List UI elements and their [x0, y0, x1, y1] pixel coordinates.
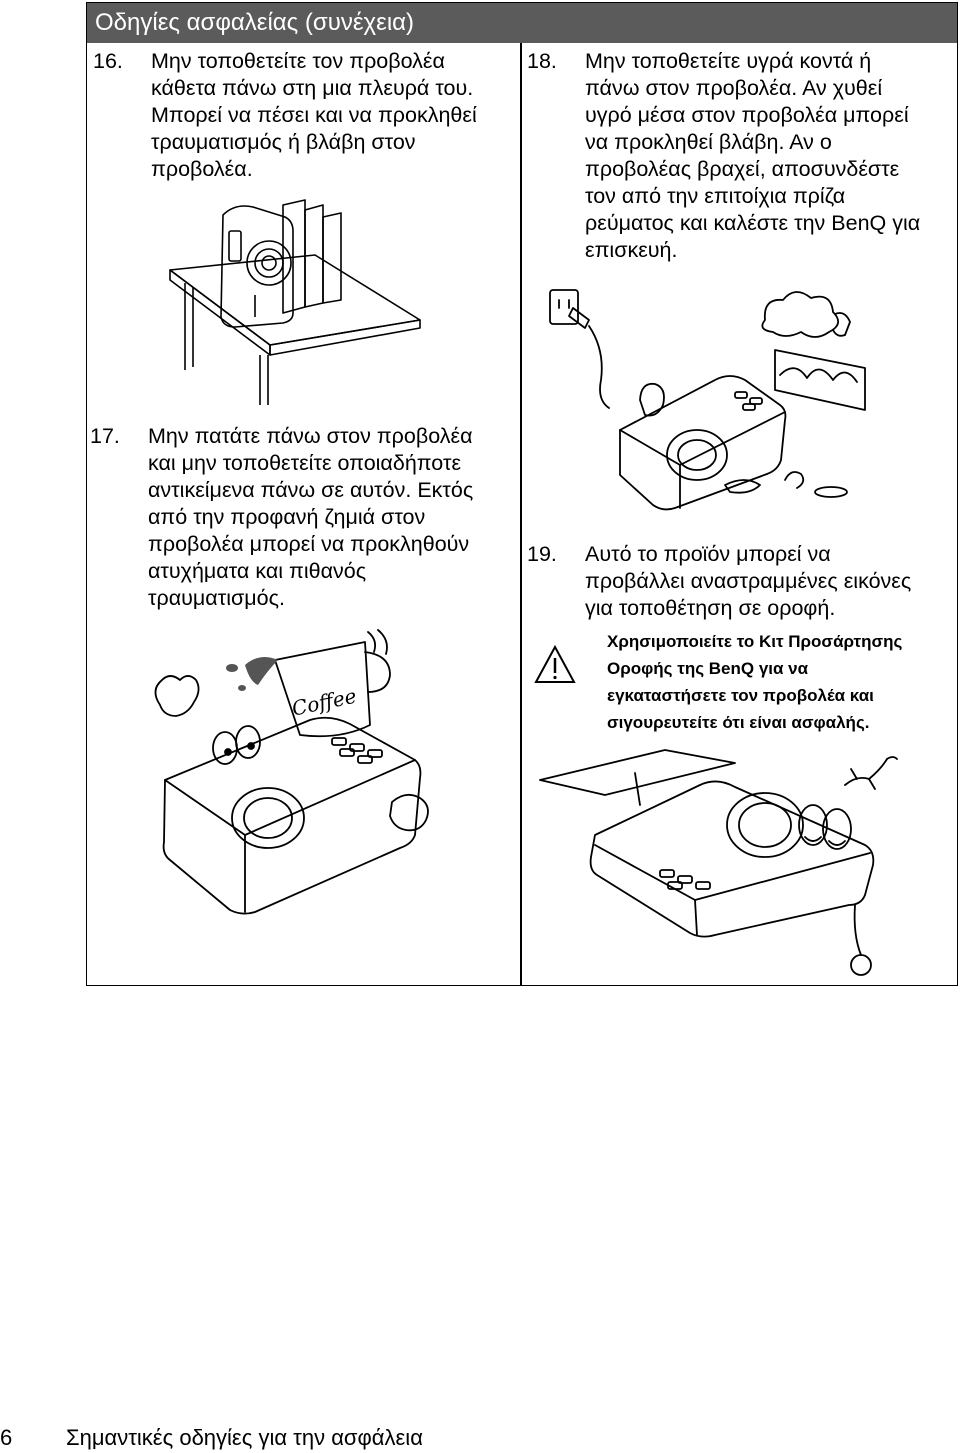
page-number: 6	[0, 1425, 13, 1450]
safety-instructions-frame: Οδηγίες ασφαλείας (συνέχεια)	[86, 2, 958, 986]
item-text: Μην τοποθετείτε υγρά κοντά ή πάνω στον π…	[585, 48, 920, 264]
item-line: προβολέα.	[151, 157, 253, 181]
warning-triangle-icon	[534, 644, 576, 683]
note-line: εγκαταστήσετε τον προβολέα και	[607, 686, 874, 705]
item-line: Μπορεί να πέσει και να προκληθεί	[151, 103, 477, 127]
ceiling-mount-note: Χρησιμοποιείτε το Κιτ Προσάρτησης Οροφής…	[607, 628, 947, 736]
item-line: κάθετα πάνω στη μια πλευρά του.	[151, 76, 474, 100]
item-line: τον από την επιτοίχια πρίζα	[585, 184, 846, 208]
item-line: Μην τοποθετείτε υγρά κοντά ή	[585, 49, 872, 73]
item-line: και μην τοποθετείτε οποιαδήποτε	[148, 451, 462, 475]
item-line: επισκευή.	[585, 238, 678, 262]
item-line: προβολέας βραχεί, αποσυνδέστε	[585, 157, 900, 181]
item-number: 19.	[527, 542, 557, 566]
item-line: πάνω στον προβολέα. Αν χυθεί	[585, 76, 883, 100]
liquid-spill-projector-illustration	[549, 289, 866, 511]
item-number: 17.	[90, 424, 120, 448]
coffee-label: Coffee	[290, 684, 359, 721]
note-line: Οροφής της BenQ για να	[607, 659, 809, 678]
item-line: ρεύματος και καλέστε την BenQ για	[585, 211, 921, 235]
item-line: τραυματισμός ή βλάβη στον	[151, 130, 416, 154]
item-line: Μην τοποθετείτε τον προβολέα	[151, 49, 445, 73]
item-line: να προκληθεί βλάβη. Αν ο	[585, 130, 832, 154]
item-text: Μην τοποθετείτε τον προβολέα κάθετα πάνω…	[151, 48, 477, 183]
item-line: για τοποθέτηση σε οροφή.	[585, 596, 836, 620]
item-line: ατυχήματα και πιθανός	[148, 559, 367, 583]
item-line: προβάλλει αναστραμμένες εικόνες	[585, 569, 912, 593]
item-text: Μην πατάτε πάνω στον προβολέα και μην το…	[148, 423, 473, 612]
column-divider	[520, 43, 522, 985]
item-line: τραυματισμός.	[148, 586, 285, 610]
note-line: Χρησιμοποιείτε το Κιτ Προσάρτησης	[607, 632, 903, 651]
footer-section-title: Σημαντικές οδηγίες για την ασφάλεια	[66, 1425, 423, 1450]
item-line: προβολέα μπορεί να προκληθούν	[148, 532, 470, 556]
item-line: από την προφανή ζημιά στον	[148, 505, 426, 529]
item-text: Αυτό το προϊόν μπορεί να προβάλλει αναστ…	[585, 541, 911, 622]
item-line: Αυτό το προϊόν μπορεί να	[585, 542, 831, 566]
section-header: Οδηγίες ασφαλείας (συνέχεια)	[87, 3, 957, 43]
item-line: αντικείμενα πάνω σε αυτόν. Εκτός	[148, 478, 474, 502]
ceiling-mounted-projector-illustration	[539, 749, 898, 976]
item-line: Μην πατάτε πάνω στον προβολέα	[148, 424, 473, 448]
projector-upright-on-table-illustration	[169, 199, 421, 405]
item-number: 16.	[93, 49, 123, 73]
item-line: υγρό μέσα στον προβολέα μπορεί	[585, 103, 909, 127]
item-number: 18.	[527, 49, 557, 73]
note-line: σιγουρευτείτε ότι είναι ασφαλής.	[607, 713, 870, 732]
coffee-on-projector-illustration: Coffee	[154, 629, 429, 915]
